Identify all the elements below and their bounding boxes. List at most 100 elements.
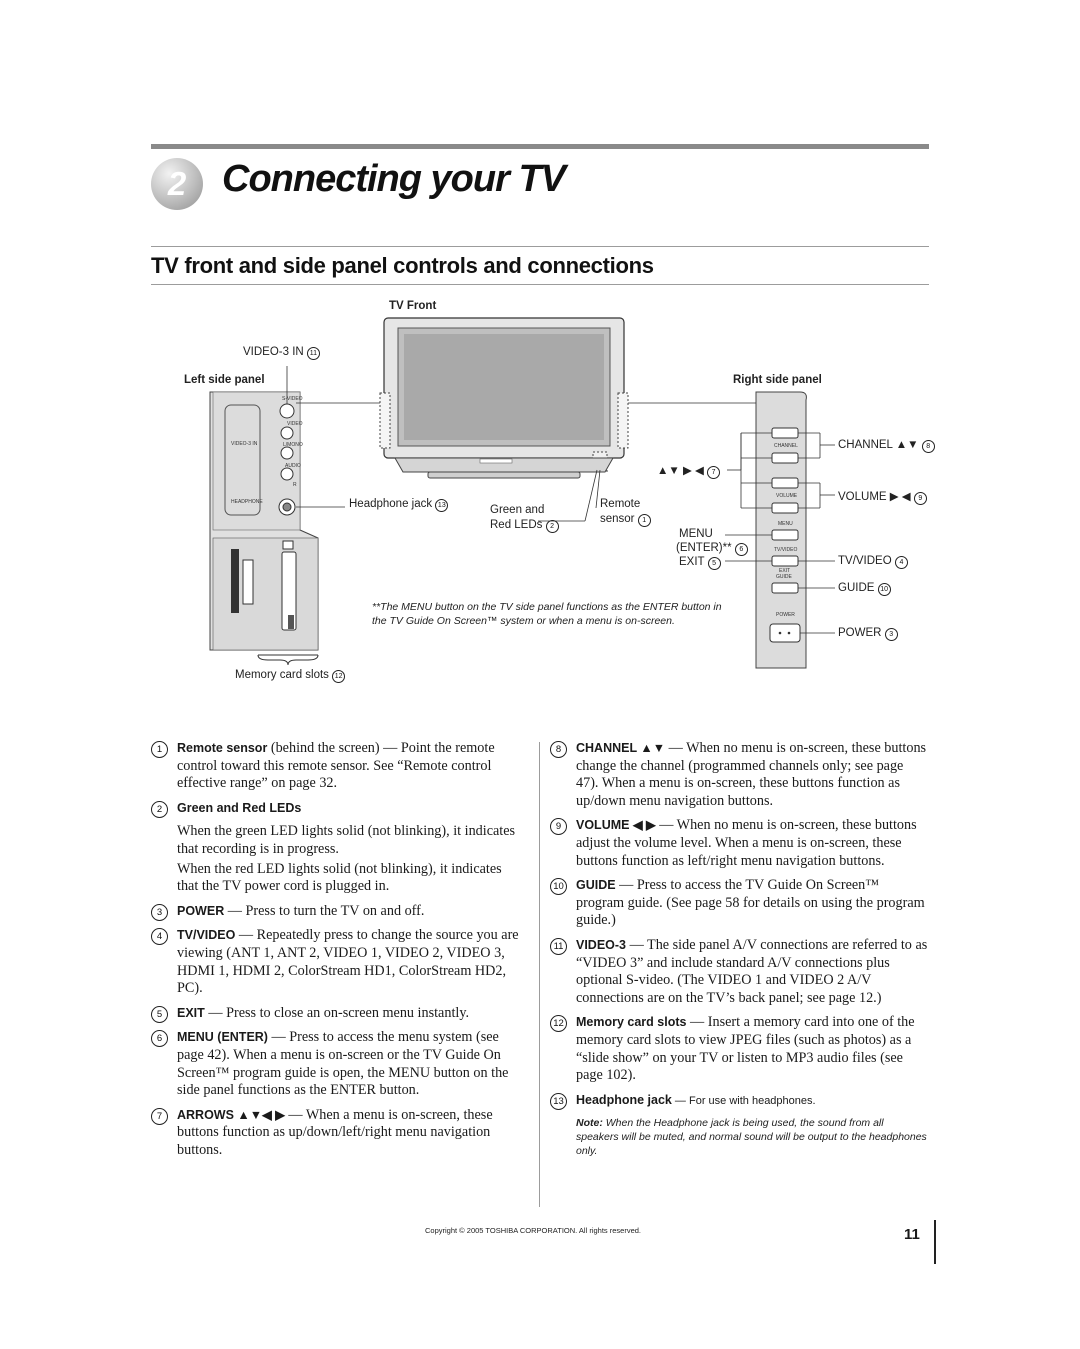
callout-number: 3	[884, 628, 898, 641]
item-number: 8	[550, 741, 567, 758]
item-number: 10	[550, 878, 567, 896]
list-item: 11 VIDEO-3 — The side panel A/V connecti…	[550, 937, 928, 1007]
menu-label: MENU	[679, 528, 713, 540]
callout-number: 10	[877, 583, 891, 596]
item-keyword: EXIT	[177, 1005, 205, 1020]
tv-diagram-drawing: CHANNEL VOLUME MENU TV/VIDEO EXIT GUIDE …	[209, 317, 835, 669]
callout-number: 2	[545, 520, 559, 533]
item-keyword: MENU (ENTER)	[177, 1030, 268, 1045]
panel-text-guide: GUIDE	[776, 574, 793, 580]
panel-text-video: VIDEO	[287, 421, 303, 427]
callout-number: 9	[913, 492, 927, 505]
callout-number: 1	[637, 514, 651, 527]
page-number: 11	[904, 1226, 920, 1243]
list-item: 10 GUIDE — Press to access the TV Guide …	[550, 877, 928, 930]
callout-number: 5	[707, 557, 721, 570]
item-number: 2	[151, 800, 168, 818]
item-keyword: Memory card slots	[576, 1015, 687, 1030]
panel-text-menu: MENU	[778, 521, 793, 527]
panel-text-exit: EXIT	[779, 568, 790, 574]
item-text: (behind the screen) — Point the remote c…	[177, 740, 495, 792]
item-number: 4	[151, 928, 168, 946]
volume-label: VOLUME ▶ ◀	[838, 491, 911, 503]
callout-number: 12	[332, 670, 346, 683]
callout-number: 8	[921, 440, 935, 453]
channel-label: CHANNEL ▲▼	[838, 439, 919, 451]
list-item: 13 Headphone jack — For use with headpho…	[550, 1092, 928, 1159]
item-text: — Press to access the TV Guide On Screen…	[576, 877, 925, 929]
section-rule-bottom	[151, 284, 929, 285]
chapter-title: Connecting your TV	[222, 158, 566, 200]
video3-in-label: VIDEO-3 IN	[243, 346, 304, 358]
item-keyword: Green and Red LEDs	[177, 800, 302, 815]
diagram-footnote: **The MENU button on the TV side panel f…	[372, 601, 722, 627]
item-text: — Press to access the menu system (see p…	[177, 1029, 509, 1099]
note-label: Note:	[576, 1117, 603, 1130]
item-keyword: TV/VIDEO	[177, 928, 236, 943]
memory-card-label: Memory card slots	[235, 669, 329, 681]
panel-text-audio: AUDIO	[285, 463, 301, 469]
list-item: 6 MENU (ENTER) — Press to access the men…	[151, 1029, 526, 1099]
headphone-jack-callout: Headphone jack 13	[349, 498, 449, 512]
item-keyword: ARROWS ▲▼◀ ▶	[177, 1107, 285, 1122]
panel-text-r: R	[293, 482, 297, 488]
item-note: Note: When the Headphone jack is being u…	[576, 1116, 928, 1158]
section-rule-top	[151, 246, 929, 247]
item-keyword: GUIDE	[576, 878, 616, 893]
item-number: 7	[151, 1107, 168, 1125]
menu-enter-callout: (ENTER)** 6	[676, 542, 748, 556]
callout-number: 11	[306, 347, 320, 360]
list-item: 7 ARROWS ▲▼◀ ▶ — When a menu is on-scree…	[151, 1107, 526, 1160]
headphone-jack-label: Headphone jack	[349, 498, 433, 510]
channel-callout: CHANNEL ▲▼ 8	[838, 439, 935, 453]
list-item: 1 Remote sensor (behind the screen) — Po…	[151, 740, 526, 793]
item-text: — For use with headphones.	[671, 1094, 816, 1107]
tv-front-illustration	[379, 317, 629, 479]
remote-sensor-line2: sensor	[600, 513, 635, 525]
enter-label: (ENTER)**	[676, 542, 732, 554]
power-label: POWER	[838, 627, 882, 639]
green-red-leds-callout: Red LEDs 2	[490, 519, 559, 533]
power-callout: POWER 3	[838, 627, 898, 641]
exit-callout: EXIT 5	[679, 556, 721, 570]
remote-sensor-line1: Remote	[600, 498, 641, 510]
list-item: 4 TV/VIDEO — Repeatedly press to change …	[151, 927, 526, 997]
left-column: 1 Remote sensor (behind the screen) — Po…	[151, 740, 526, 1166]
item-number: 9	[550, 818, 567, 836]
item-text: — The side panel A/V connections are ref…	[576, 936, 928, 1006]
page-number-bar	[934, 1220, 936, 1264]
item-text: — When a menu is on-screen, these button…	[177, 1106, 493, 1158]
item-number: 1	[151, 741, 168, 758]
panel-text-headphone: HEADPHONE	[231, 499, 263, 505]
item-keyword: CHANNEL ▲▼	[576, 741, 666, 755]
green-red-leds-line1: Green and	[490, 504, 545, 516]
arrows-callout: ▲▼ ▶ ◀ 7	[657, 463, 721, 479]
item-paragraph: When the green LED lights solid (not bli…	[177, 823, 516, 857]
copyright: Copyright © 2005 TOSHIBA CORPORATION. Al…	[425, 1226, 642, 1235]
item-text: — Repeatedly press to change the source …	[177, 927, 519, 997]
tv-front-label: TV Front	[389, 300, 437, 312]
callout-number: 7	[707, 466, 721, 479]
guide-callout: GUIDE 10	[838, 582, 891, 596]
item-text: — When no menu is on-screen, these butto…	[576, 740, 927, 809]
panel-text-video3in: VIDEO-3 IN	[231, 441, 258, 447]
leader-lines	[286, 366, 835, 634]
exit-label: EXIT	[679, 556, 705, 568]
item-number: 11	[550, 937, 567, 955]
item-text: — When no menu is on-screen, these butto…	[576, 817, 917, 869]
item-keyword: VOLUME ◀ ▶	[576, 818, 656, 833]
list-item: 8 CHANNEL ▲▼ — When no menu is on-screen…	[550, 740, 928, 810]
list-item: 12 Memory card slots — Insert a memory c…	[550, 1014, 928, 1084]
callout-number: 13	[435, 499, 449, 512]
section-title: TV front and side panel controls and con…	[151, 253, 654, 278]
tvvideo-label: TV/VIDEO	[838, 555, 892, 567]
list-item: 5 EXIT — Press to close an on-screen men…	[151, 1005, 526, 1023]
item-text: — Insert a memory card into one of the m…	[576, 1014, 915, 1084]
item-number: 13	[550, 1092, 567, 1110]
arrows-label: ▲▼ ▶ ◀	[657, 465, 704, 477]
item-text: — Press to turn the TV on and off.	[224, 902, 425, 919]
item-keyword: VIDEO-3	[576, 937, 627, 952]
list-item: 9 VOLUME ◀ ▶ — When no menu is on-screen…	[550, 817, 928, 870]
panel-text-svideo: S-VIDEO	[282, 396, 303, 402]
panel-text-tvvideo: TV/VIDEO	[774, 547, 797, 553]
